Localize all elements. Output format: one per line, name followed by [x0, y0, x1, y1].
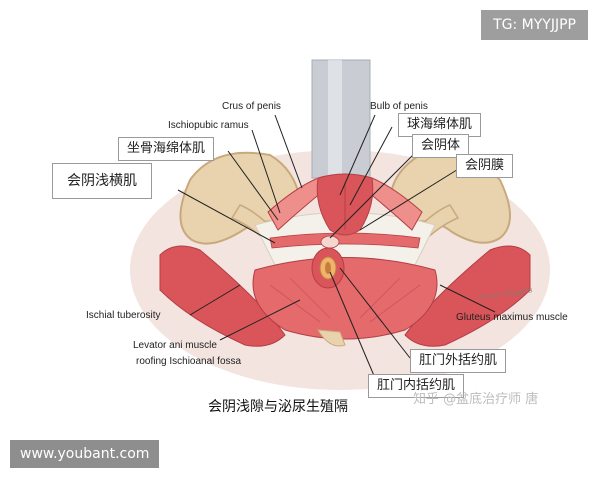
label-bulbospongiosus: 球海绵体肌: [398, 113, 482, 137]
gluteus-maximus-left: [159, 245, 286, 347]
label-perineal-membrane: 会阴膜: [456, 154, 514, 178]
label-levator-ani-line2: roofing Ischioanal fossa: [136, 356, 242, 367]
site-url-badge: www.youbant.com: [10, 440, 160, 468]
label-superficial-transverse-perineal: 会阴浅横肌: [52, 163, 152, 199]
zhihu-watermark: 知乎 @盆底治疗师 唐: [413, 392, 539, 407]
label-crus-of-penis: Crus of penis: [222, 101, 281, 112]
tg-tag-badge: TG: MYYJJPP: [481, 10, 588, 40]
superficial-transverse-perineal-muscle: [269, 232, 421, 249]
label-gluteus-maximus: Gluteus maximus muscle: [456, 312, 568, 323]
label-internal-anal-sphincter: 肛门内括约肌: [368, 374, 465, 398]
label-bulb-of-penis: Bulb of penis: [370, 101, 428, 112]
label-perineal-body: 会阴体: [412, 134, 470, 158]
label-external-anal-sphincter: 肛门外括约肌: [410, 349, 507, 373]
coccyx: [317, 329, 346, 347]
figure-caption: 会阴浅隙与泌尿生殖隔: [208, 399, 348, 415]
label-ischial-tuberosity: Ischial tuberosity: [86, 310, 161, 321]
leader-lines: [177, 114, 496, 379]
gluteus-maximus-right: [404, 245, 531, 347]
label-ischiocavernosus: 坐骨海绵体肌: [118, 137, 215, 161]
levator-ani-muscle: [252, 257, 438, 340]
label-levator-ani-line1: Levator ani muscle: [133, 340, 217, 351]
label-ischiopubic-ramus: Ischiopubic ramus: [168, 120, 249, 131]
